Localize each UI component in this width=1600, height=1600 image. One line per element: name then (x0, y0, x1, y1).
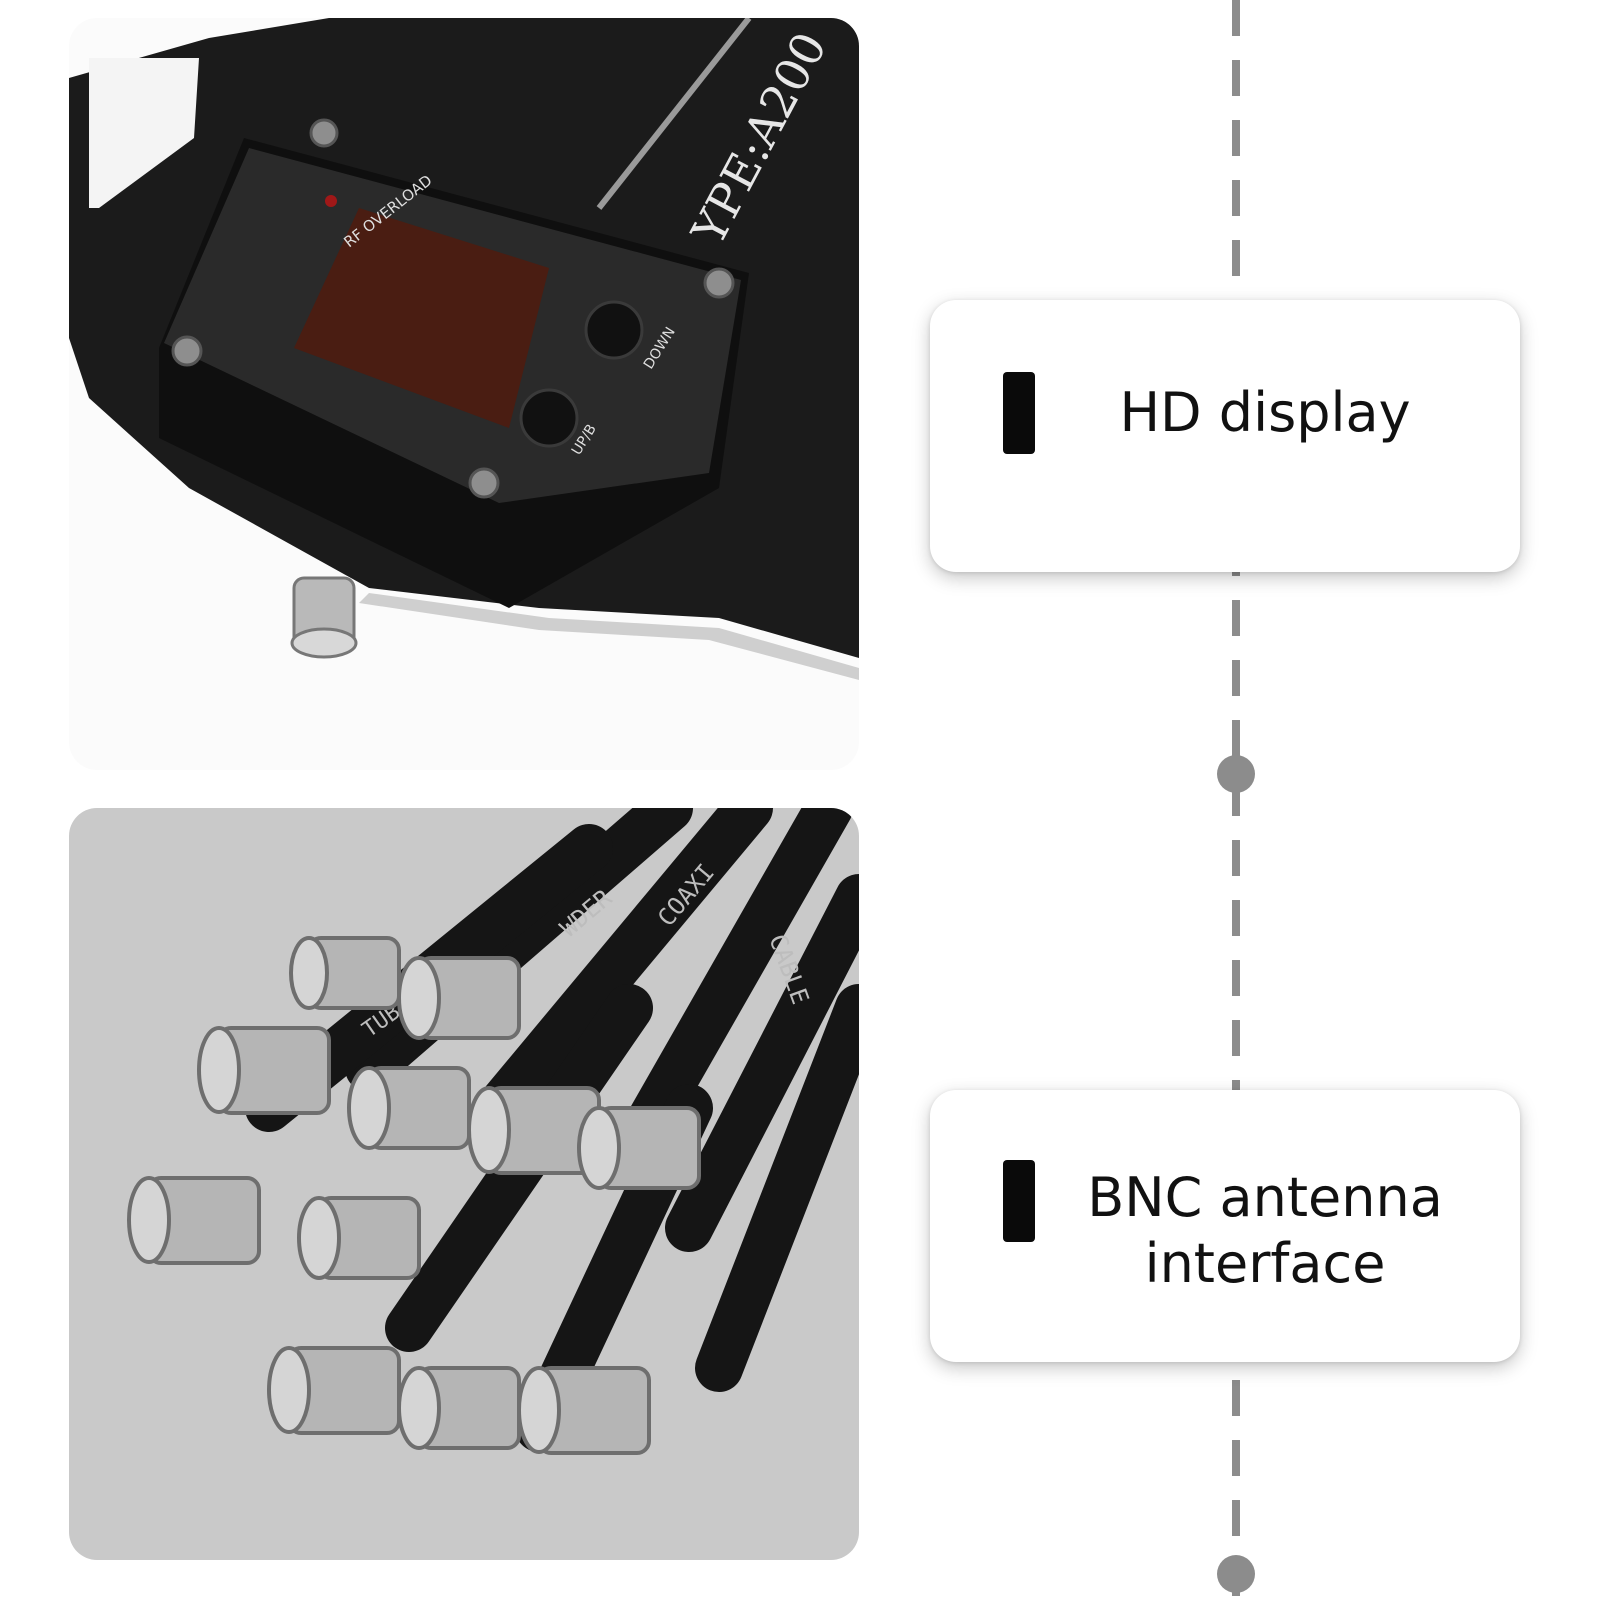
bnc-connector (297, 1196, 421, 1280)
screw (171, 335, 203, 367)
feature-label: BNC antenna interface (1087, 1166, 1443, 1295)
bnc-connector (577, 1106, 701, 1190)
bnc-cables-photo: WDER COAXI TUBE CABLE (69, 808, 859, 1560)
screw (703, 267, 735, 299)
bnc-connector (517, 1366, 651, 1455)
bnc-connector (289, 936, 401, 1010)
dipole-rod (596, 18, 752, 210)
antenna-display-photo: RF OVERLOAD DOWN UP/B YPE:A200 (69, 18, 859, 770)
plate-cutout (89, 58, 199, 208)
screw (309, 118, 339, 148)
antenna-display-illustration: RF OVERLOAD DOWN UP/B YPE:A200 (69, 18, 859, 680)
feature-label: HD display (1119, 381, 1411, 444)
bnc-cables-illustration: WDER COAXI TUBE CABLE (127, 808, 859, 1455)
feature-marker-bar (1003, 1160, 1035, 1242)
bnc-connector (397, 956, 521, 1040)
feature-marker-bar (1003, 372, 1035, 454)
bnc-connector (267, 1346, 401, 1435)
plate-edge (359, 593, 859, 680)
screw (468, 467, 500, 499)
timeline-dot (1217, 755, 1255, 793)
feature-card-bnc-interface: BNC antenna interface (930, 1090, 1520, 1362)
display-screen (294, 208, 549, 428)
timeline-dot (1217, 1555, 1255, 1593)
feature-card-hd-display: HD display (930, 300, 1520, 572)
bnc-connector (197, 1026, 331, 1115)
rf-overload-led (325, 195, 337, 207)
bnc-connector (397, 1366, 521, 1450)
timeline-dashed-line (1232, 0, 1240, 1600)
bnc-connector (347, 1066, 471, 1150)
bnc-connector (467, 1086, 601, 1175)
up-button (519, 388, 579, 448)
down-button (584, 300, 644, 360)
bnc-connector (127, 1176, 261, 1265)
